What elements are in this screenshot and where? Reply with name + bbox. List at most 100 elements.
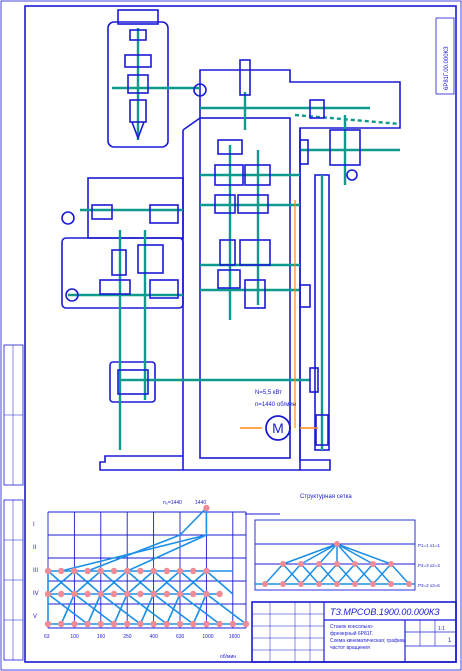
graph-left-node [216, 590, 223, 598]
graph-right-node [388, 581, 394, 587]
title-line-4: частот вращения [330, 645, 370, 651]
graph-left-node [163, 620, 170, 628]
graph-left-nodes [44, 504, 250, 628]
graph-left-bottom-value: 63 [44, 634, 50, 640]
graph-left-bottom-value: 250 [123, 634, 132, 640]
graph-left-unit: об/мин [220, 654, 236, 660]
graph-right-title: Структурная сетка [300, 494, 352, 500]
graph-left-node [97, 590, 105, 598]
graph-left-node [176, 620, 184, 628]
graph-left-node [58, 620, 65, 628]
graph-left-node [44, 567, 52, 575]
graph-right-node [298, 561, 304, 567]
graph-left-node [44, 590, 52, 598]
graph-left-node [242, 620, 250, 628]
graph-right-node [280, 581, 286, 587]
graph-left-bottom-value: 400 [150, 634, 159, 640]
graph-left-node [71, 620, 78, 628]
graph-left-node [110, 620, 118, 628]
graph-left-row-label: II [33, 545, 37, 551]
graph-left-node [71, 590, 78, 598]
motor-drive: M N=5,5 кВт n=1440 об/мин [240, 200, 318, 441]
graph-left-node [150, 590, 157, 598]
graph-left-node [137, 567, 144, 575]
graph-left-bottom-value: 1000 [202, 634, 213, 640]
graph-left-node [190, 590, 197, 598]
graph-left-row-label: III [33, 568, 38, 574]
graph-left-bottom-values: 63 100 160 250 400 630 1000 1600 [44, 634, 240, 640]
graph-left-node [176, 590, 184, 598]
graph-left-node [150, 567, 157, 575]
motor-symbol: M [272, 420, 284, 436]
graph-right-group-label: P3=2 x3=6 [418, 583, 440, 588]
graph-left-node [150, 620, 157, 628]
motor-speed-label: n=1440 об/мин [255, 402, 296, 408]
title-block [251, 601, 457, 663]
graph-left-node [163, 590, 170, 598]
graph-left-node [203, 504, 210, 512]
motor-circle [265, 415, 291, 441]
graph-left-node [137, 590, 144, 598]
graph-right-group-label: P2=3 x2=3 [418, 563, 440, 568]
graph-left-row-label: IV [33, 591, 39, 597]
graph-right-node [352, 581, 358, 587]
graph-left-grid [47, 511, 247, 629]
motor-power-label: N=5,5 кВт [255, 390, 282, 396]
graph-right-node [298, 581, 304, 587]
side-stamp-text: 6Р81Г.00.000КЗ [444, 46, 450, 90]
graph-left-node [71, 567, 78, 575]
graph-left-node [203, 567, 210, 575]
graph-right-node [406, 581, 412, 587]
graph-right-nodes [262, 541, 412, 587]
graph-left-node [137, 620, 144, 628]
graph-left-node [97, 620, 105, 628]
graph-left-top-label-1: n₀=1440 [163, 500, 182, 506]
graph-left-node [44, 620, 52, 628]
graph-right-node [370, 581, 376, 587]
title-line-3: Схема кинематическая; графики [330, 638, 406, 644]
graph-right-node [316, 581, 322, 587]
graph-left-node [84, 620, 91, 628]
title-line-2: фрезерный 6Р81Г. [330, 630, 373, 637]
graph-right-node [280, 561, 286, 567]
graph-left-node [229, 620, 236, 628]
graph-right-node [334, 541, 340, 547]
graph-right-node [352, 561, 358, 567]
graph-left-node [97, 567, 105, 575]
graph-left-bottom-value: 100 [70, 634, 79, 640]
graph-left-node [163, 567, 170, 575]
graph-left-node [190, 567, 197, 575]
graph-left-rays [47, 507, 247, 625]
graph-left-node [58, 567, 65, 575]
graph-left-node [124, 590, 131, 598]
graph-left-node [203, 620, 210, 628]
graph-right-node [334, 581, 340, 587]
graph-left-node [110, 590, 118, 598]
graph-left-node [124, 567, 131, 575]
graph-left-node [84, 567, 91, 575]
sheet-number: 1 [448, 638, 452, 644]
side-stamp: 6Р81Г.00.000КЗ [435, 17, 455, 95]
graph-left-row-label: V [33, 614, 37, 620]
structure-grid-right: Структурная сетка P1=1 x1=1P2=3 x2=3P3=2… [245, 494, 440, 591]
graph-right-node [388, 561, 394, 567]
graph-left-bottom-value: 160 [97, 634, 106, 640]
graph-left-node [84, 590, 91, 598]
graph-left-row-label: I [33, 522, 35, 528]
graph-left-node [124, 620, 131, 628]
graph-left-node [176, 567, 184, 575]
graph-left-bottom-value: 1600 [229, 634, 240, 640]
graph-left-node [190, 620, 197, 628]
graph-right-group-label: P1=1 x1=1 [418, 543, 440, 548]
graph-left-node [216, 620, 223, 628]
graph-right-node [370, 561, 376, 567]
graph-left-top-label-2: 1440 [195, 500, 206, 506]
graph-right-node [316, 561, 322, 567]
graph-left-bottom-value: 630 [176, 634, 185, 640]
graph-right-rays [255, 543, 415, 585]
document-code: ТЗ.МРСОВ.1900.00.000КЗ [330, 607, 440, 617]
